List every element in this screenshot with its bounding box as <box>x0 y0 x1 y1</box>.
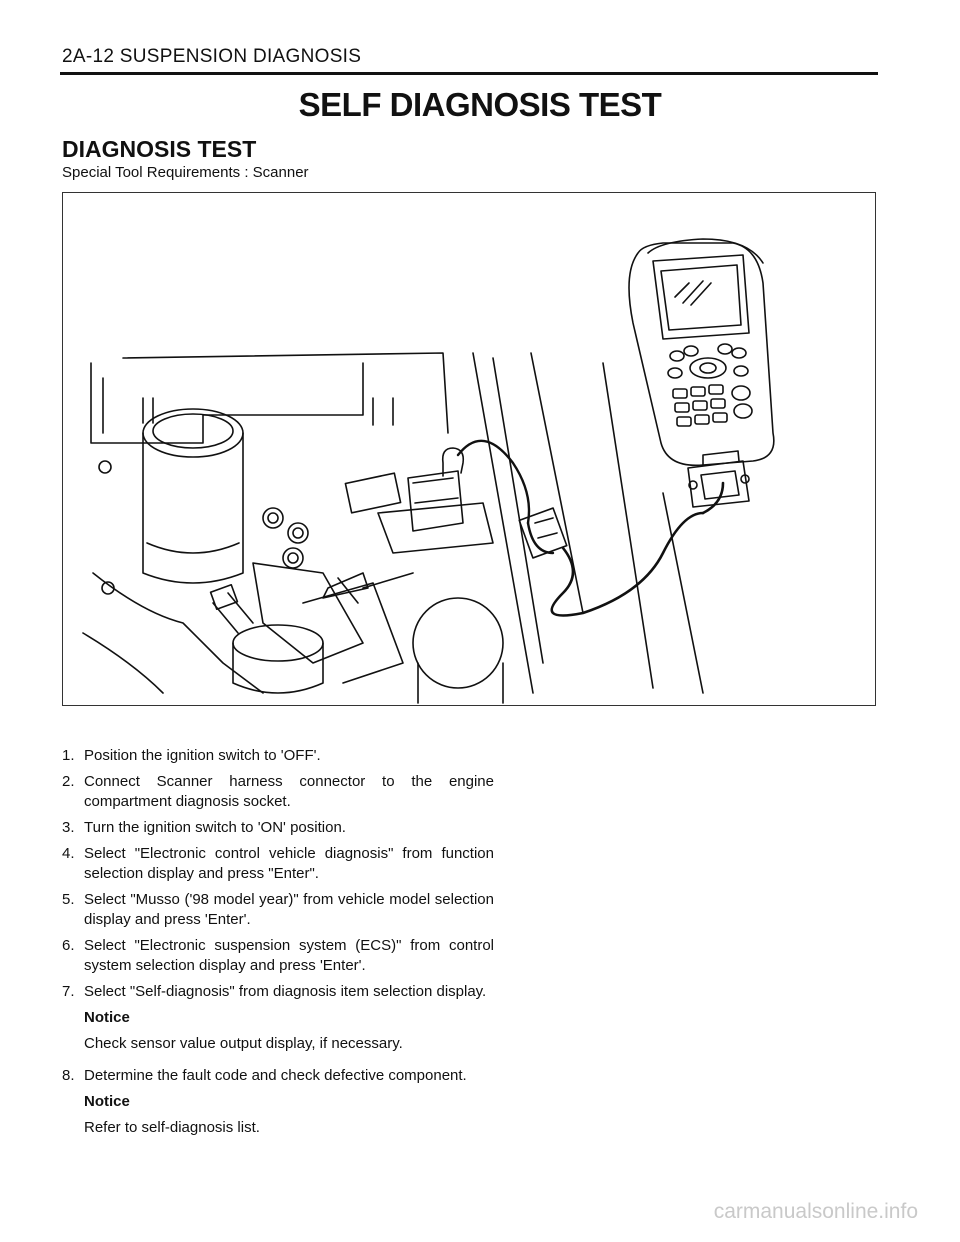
header-rule <box>60 72 878 75</box>
step-number: 5. <box>62 891 75 908</box>
step-number: 4. <box>62 845 75 862</box>
step-number: 2. <box>62 773 75 790</box>
step-4: 4. Select "Electronic control vehicle dia… <box>62 844 494 884</box>
procedure-steps: 1. Position the ignition switch to 'OFF'.… <box>62 746 494 1150</box>
engine-bay-scanner-drawing <box>82 238 775 704</box>
step-8: 8. Determine the fault code and check def… <box>62 1066 494 1086</box>
watermark: carmanualsonline.info <box>713 1200 918 1223</box>
step-2: 2. Connect Scanner harness connector to t… <box>62 772 494 812</box>
notice-label: Notice <box>84 1009 130 1026</box>
scanner-illustration <box>62 192 876 706</box>
notice-text: Check sensor value output display, if ne… <box>84 1035 403 1052</box>
section-heading: DIAGNOSIS TEST <box>62 136 257 162</box>
notice-block: Notice Refer to self-diagnosis list. <box>62 1092 494 1138</box>
step-number: 7. <box>62 983 75 1000</box>
step-3: 3. Turn the ignition switch to 'ON' posit… <box>62 818 494 838</box>
step-number: 3. <box>62 819 75 836</box>
step-number: 1. <box>62 747 75 764</box>
notice-text: Refer to self-diagnosis list. <box>84 1119 260 1136</box>
step-text: Select "Musso ('98 model year)" from veh… <box>84 891 494 928</box>
step-5: 5. Select "Musso ('98 model year)" from v… <box>62 890 494 930</box>
notice-block: Notice Check sensor value output display… <box>62 1008 494 1054</box>
step-text: Connect Scanner harness connector to the… <box>84 773 494 810</box>
notice-label: Notice <box>84 1093 130 1110</box>
tool-requirements: Special Tool Requirements : Scanner <box>62 164 309 181</box>
page-title: SELF DIAGNOSIS TEST <box>298 86 662 123</box>
step-text: Determine the fault code and check defec… <box>84 1067 467 1084</box>
page-header: 2A-12 SUSPENSION DIAGNOSIS <box>62 46 362 67</box>
step-number: 8. <box>62 1067 75 1084</box>
step-text: Select "Electronic suspension system (EC… <box>84 937 494 974</box>
step-text: Select "Self-diagnosis" from diagnosis i… <box>84 983 487 1000</box>
step-text: Select "Electronic control vehicle diagn… <box>84 845 494 882</box>
step-6: 6. Select "Electronic suspension system (… <box>62 936 494 976</box>
step-7: 7. Select "Self-diagnosis" from diagnosis… <box>62 982 494 1002</box>
step-1: 1. Position the ignition switch to 'OFF'. <box>62 746 494 766</box>
step-text: Turn the ignition switch to 'ON' positio… <box>84 819 346 836</box>
step-number: 6. <box>62 937 75 954</box>
step-text: Position the ignition switch to 'OFF'. <box>84 747 321 764</box>
